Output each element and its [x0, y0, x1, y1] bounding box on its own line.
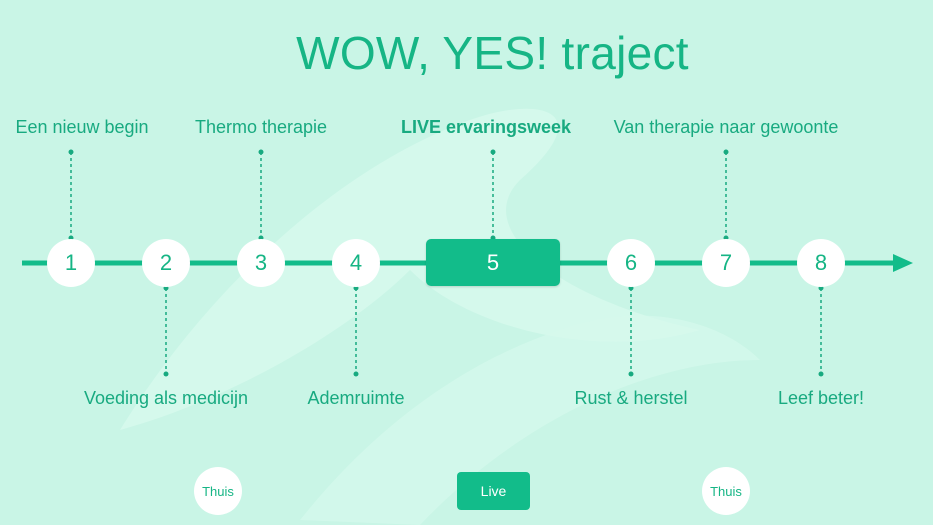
step-node-2: 2 — [142, 239, 190, 287]
step-label-7: Van therapie naar gewoonte — [613, 117, 839, 137]
step-label-8: Leef beter! — [777, 388, 865, 408]
phase-home-1: Thuis — [194, 467, 242, 515]
step-node-1: 1 — [47, 239, 95, 287]
connectors-above — [68, 149, 729, 241]
step-label-6: Rust & herstel — [574, 388, 688, 408]
page-title: WOW, YES! traject — [296, 27, 689, 79]
step-label-4: Ademruimte — [307, 388, 405, 408]
step-node-8: 8 — [797, 239, 845, 287]
step-label-2: Voeding als medicijn — [83, 388, 249, 408]
timeline-arrowhead — [893, 254, 913, 272]
step-node-6: 6 — [607, 239, 655, 287]
step-label-5: LIVE ervaringsweek — [400, 117, 572, 137]
step-node-3: 3 — [237, 239, 285, 287]
connectors-below — [163, 285, 824, 377]
step-node-5: 5 — [426, 239, 560, 286]
step-label-3: Thermo therapie — [194, 117, 328, 137]
phase-home-2: Thuis — [702, 467, 750, 515]
step-label-1: Een nieuw begin — [15, 117, 149, 137]
step-node-7: 7 — [702, 239, 750, 287]
phase-live: Live — [457, 472, 530, 510]
step-node-4: 4 — [332, 239, 380, 287]
